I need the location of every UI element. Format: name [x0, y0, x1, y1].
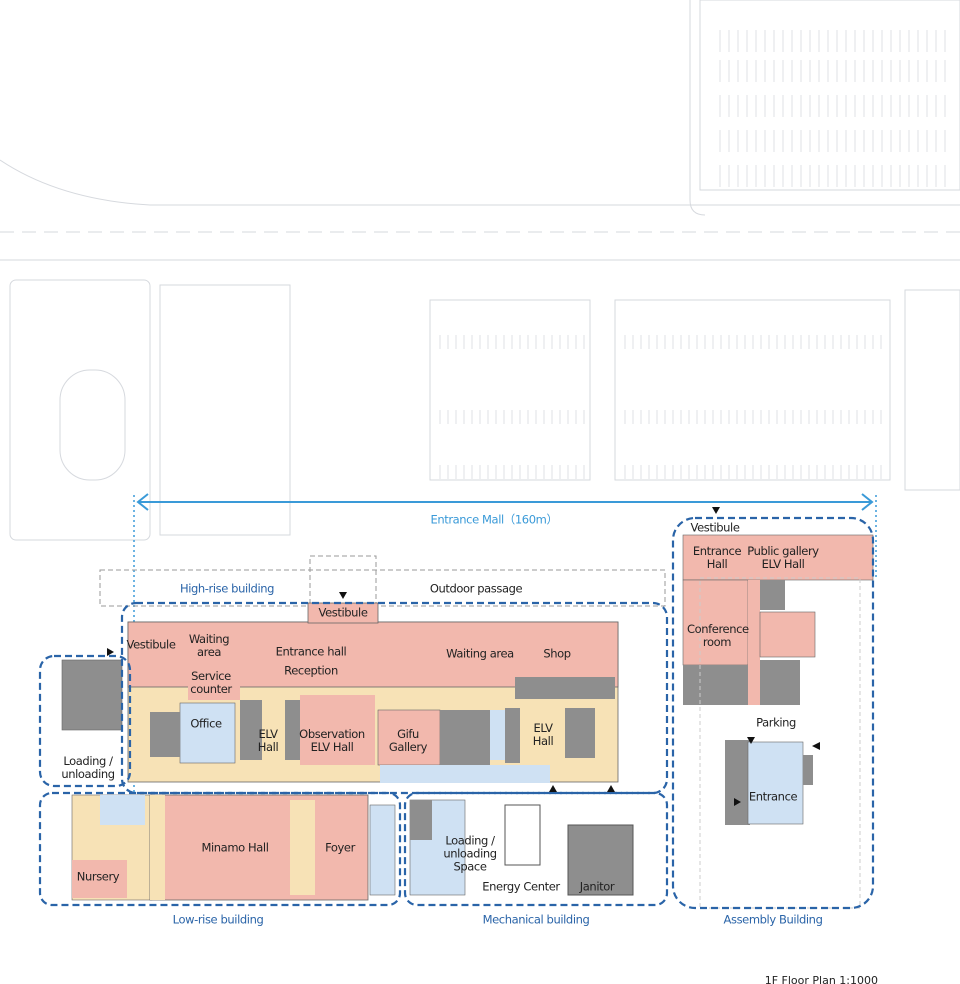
room-energy-center: Energy Center	[482, 879, 560, 894]
room-waiting-area-right: Waiting area	[446, 646, 514, 661]
room-reception: Reception	[284, 663, 338, 678]
room-conference-room: Conference room	[687, 622, 749, 649]
entry-markers	[107, 507, 820, 806]
room-shop: Shop	[543, 646, 571, 661]
assembly-zone	[671, 516, 875, 910]
high-rise-zone	[120, 601, 669, 795]
site-context	[0, 0, 960, 541]
room-entrance: Entrance	[748, 789, 798, 804]
parking-lot-north	[699, 0, 960, 191]
room-loading-unloading-left: Loading / unloading	[61, 754, 115, 781]
room-entrance-hall: Entrance hall	[275, 644, 347, 659]
low-rise-building-plan	[61, 659, 396, 901]
room-elv-hall-left: ELV Hall	[257, 727, 279, 754]
parking-stripes	[439, 30, 946, 479]
mechanical-building-label: Mechanical building	[482, 912, 590, 927]
loading-zone	[38, 654, 132, 788]
room-observation-elv-hall: Observation ELV Hall	[299, 727, 365, 754]
room-foyer: Foyer	[325, 840, 355, 855]
high-rise-building-plan	[127, 602, 619, 783]
room-parking: Parking	[756, 715, 796, 730]
room-elv-hall-right: ELV Hall	[532, 721, 554, 748]
room-minamo-hall: Minamo Hall	[201, 840, 269, 855]
mechanical-zone	[403, 791, 669, 907]
room-janitor: Janitor	[579, 879, 615, 894]
entrance-mall-arrow	[133, 493, 877, 800]
room-public-gallery: Public gallery ELV Hall	[747, 544, 819, 571]
outdoor-passage-outline	[99, 569, 666, 607]
low-rise-zone	[38, 791, 402, 907]
assembly-building-plan	[682, 534, 874, 909]
room-vestibule-assembly: Vestibule	[690, 520, 740, 535]
entrance-mall-label: Entrance Mall（160m）	[430, 512, 558, 527]
room-gifu-gallery: Gifu Gallery	[388, 727, 428, 754]
zone-outlines	[38, 516, 875, 910]
outdoor-passage-label: Outdoor passage	[429, 581, 523, 596]
room-loading-unloading-space: Loading / unloading Space	[443, 833, 497, 874]
room-entrance-hall-assembly: Entrance Hall	[692, 544, 742, 571]
low-rise-building-label: Low-rise building	[172, 912, 264, 927]
assembly-building-label: Assembly Building	[723, 912, 823, 927]
plan-title: 1F Floor Plan 1:1000	[764, 974, 878, 984]
mechanical-building-plan	[409, 799, 634, 896]
room-vestibule-left: Vestibule	[126, 637, 176, 652]
room-office: Office	[190, 716, 222, 731]
room-service-counter: Service counter	[190, 669, 232, 696]
room-nursery: Nursery	[76, 869, 120, 884]
room-waiting-area-left: Waiting area	[188, 632, 230, 659]
room-vestibule-top: Vestibule	[318, 605, 368, 620]
high-rise-building-label: High-rise building	[179, 581, 275, 596]
